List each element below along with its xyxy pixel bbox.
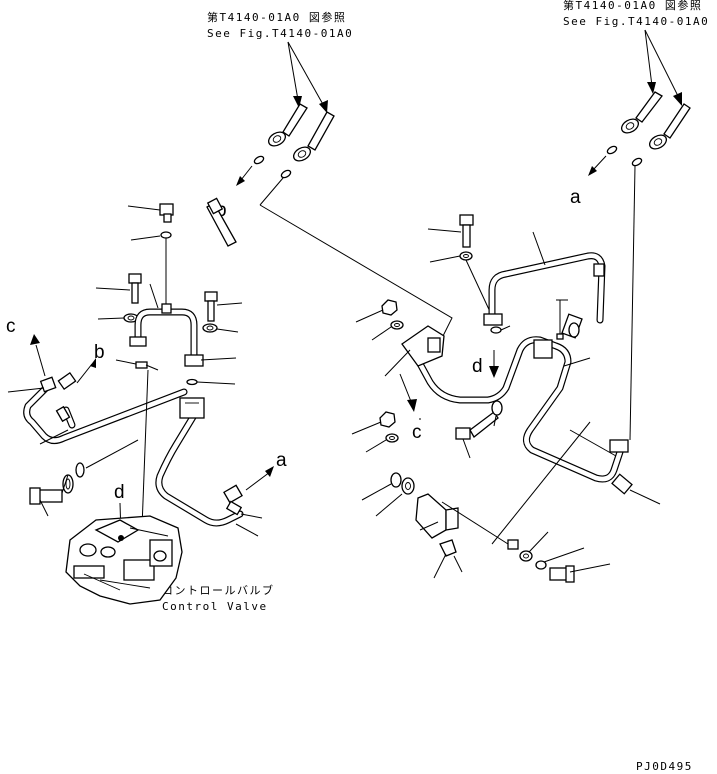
right-ref-jp: 第T4140-01A0 図参照 [563, 0, 702, 12]
right-main-pipes [414, 336, 661, 505]
left-orings-top [236, 155, 292, 206]
right-hoses-top [588, 91, 691, 441]
left-ref-en: See Fig.T4140-01A0 [207, 27, 353, 40]
letter-d-right: d [472, 356, 483, 377]
right-nut-washer-1 [355, 299, 404, 341]
letter-a-right: a [570, 187, 581, 208]
left-fittings-pipes [7, 371, 263, 537]
left-oring-small [130, 231, 172, 305]
left-bolt-1 [95, 273, 142, 304]
right-upper-pipe [483, 231, 606, 326]
left-ref-arrows [287, 41, 328, 113]
leader-right-long [491, 421, 591, 545]
right-nut-washer-2 [351, 411, 415, 517]
right-ref-en: See Fig.T4140-01A0 [563, 15, 709, 28]
right-clamp [556, 299, 583, 340]
left-arrow-a [245, 466, 274, 491]
letter-d-left: d [114, 482, 125, 503]
right-bolt-mid [455, 400, 503, 459]
right-bolt-top [427, 214, 493, 317]
left-ref-jp: 第T4140-01A0 図参照 [207, 10, 346, 24]
left-elbow-fitting [127, 203, 174, 223]
left-arrows-cb [30, 334, 96, 384]
right-d-arrow [489, 325, 511, 378]
letter-b-top: b [216, 200, 227, 221]
letter-c-left: c [6, 316, 16, 337]
control-valve-jp: コントロールバルブ [162, 583, 275, 597]
left-u-clamp [129, 303, 237, 367]
left-hose-b [206, 197, 237, 247]
letter-b-left: b [94, 342, 105, 363]
left-pipes [23, 384, 244, 527]
left-hose-fitting-1 [267, 103, 335, 162]
letter-c-right: c [412, 422, 422, 443]
letter-a-left: a [276, 450, 287, 471]
right-bracket-plate [415, 493, 509, 579]
drawing-code: PJ0D495 [636, 760, 693, 773]
right-bracket-c [384, 325, 445, 412]
control-valve-en: Control Valve [162, 600, 268, 613]
right-lower-chain [507, 531, 611, 583]
left-bolt-2 [204, 291, 243, 322]
leader-center [259, 204, 453, 341]
left-bottom-parts [29, 462, 85, 517]
left-small-parts [115, 359, 236, 386]
right-ref-arrows [644, 29, 682, 106]
left-washers [97, 283, 239, 333]
control-valve [65, 515, 183, 605]
